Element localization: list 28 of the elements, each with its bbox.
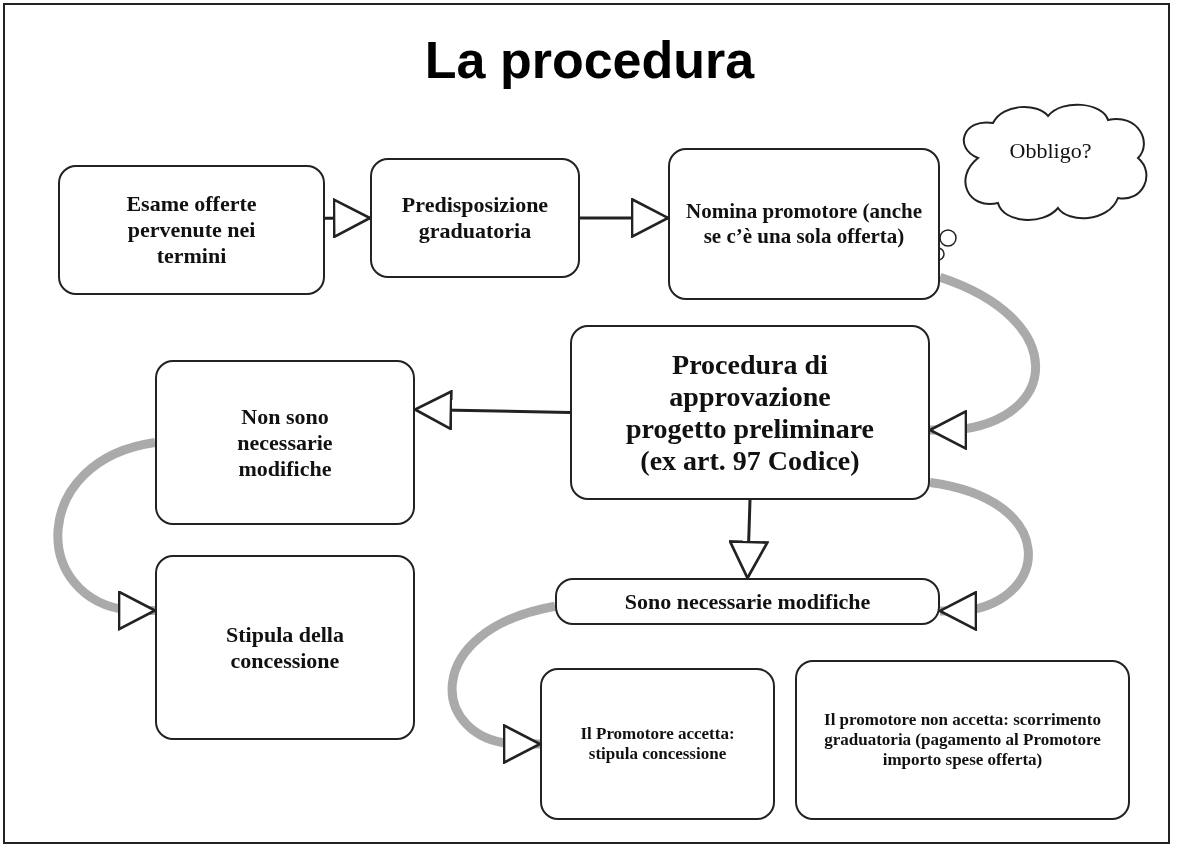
- process-box: [155, 555, 415, 740]
- node-text: Stipula della concessione: [225, 621, 345, 674]
- block-arrow: [325, 198, 372, 239]
- curved-arrow: [928, 273, 1040, 450]
- process-box: [370, 158, 580, 278]
- process-box: [795, 660, 1130, 820]
- process-box: [555, 578, 940, 625]
- process-box: [570, 325, 930, 500]
- curved-arrow: [53, 438, 157, 631]
- block-arrow: [413, 390, 571, 431]
- node-text: Non sono necessarie modifiche: [236, 403, 334, 482]
- process-box: [540, 668, 775, 820]
- node-text: Obbligo?: [1009, 138, 1092, 164]
- process-box: [155, 360, 415, 525]
- node-text: Il Promotore accetta: stipula concessione: [579, 724, 736, 764]
- process-box: [668, 148, 940, 300]
- node-text: Procedura di approvazione progetto preliminare (ex art. 97 Codice): [624, 348, 876, 477]
- node-text: Predisposizione graduatoria: [400, 192, 550, 244]
- node-text: Esame offerte pervenute nei termini: [125, 191, 258, 269]
- title: La procedura: [423, 30, 756, 90]
- block-arrow: [728, 499, 769, 580]
- curved-arrow: [929, 478, 1033, 631]
- curved-arrow: [448, 601, 557, 764]
- node-text: Nomina promotore (anche se c’è una sola offerta): [684, 199, 923, 249]
- node-text: Il promotore non accetta: scorrimento graduatoria (pagamento al Promotore importo spese offerta): [823, 710, 1102, 770]
- process-box: [58, 165, 325, 295]
- node-text: Sono necessarie modifiche: [624, 588, 871, 615]
- block-arrow: [580, 197, 670, 238]
